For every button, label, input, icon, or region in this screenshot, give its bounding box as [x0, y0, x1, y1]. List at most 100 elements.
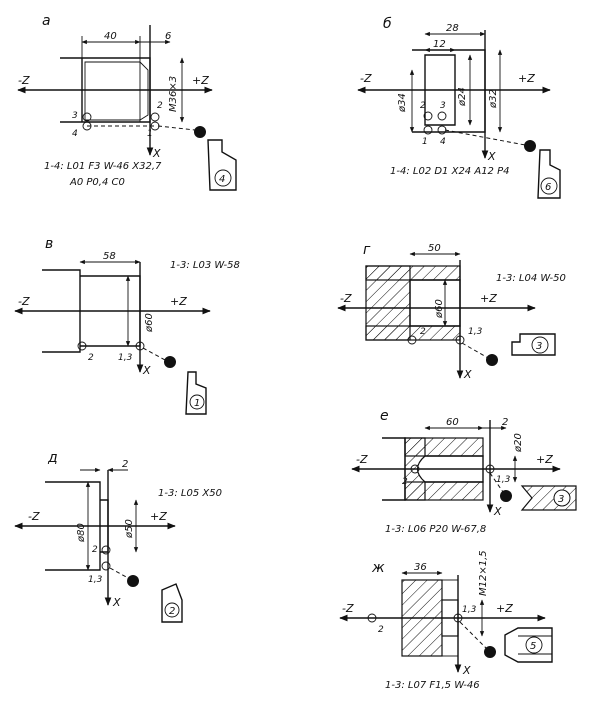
- panel-zh-tool-tip-icon: [484, 646, 496, 658]
- panel-zh-tool-icon: [504, 627, 553, 663]
- panel-g-tool-icon: [511, 333, 556, 356]
- panel-b-dim-outer: ø34: [397, 93, 408, 113]
- panel-e-tool-tip-icon: [500, 490, 512, 502]
- panel-b-tool-icon: [537, 149, 561, 199]
- panel-b-dim-end: ø32: [488, 89, 499, 109]
- panel-b: б -Z +Z X 28 12 ø34 ø24 ø32 1 2 3 4 6 1-…: [357, 16, 561, 199]
- panel-e-program-line-1: 1-3: L06 P20 W-67,8: [385, 524, 486, 535]
- panel-a-thread-zone: [84, 61, 149, 121]
- panel-d-dim-outer: ø80: [76, 523, 87, 543]
- panel-a-axis-neg: -Z: [18, 74, 30, 87]
- panel-d-program-line-1: 1-3: L05 X50: [158, 488, 222, 499]
- panel-a-point-1: 1: [147, 129, 153, 139]
- panel-e: е -Z +Z X 60 2 ø20 2 1,3 3 1-3: L06 P20 …: [351, 408, 577, 535]
- panel-v-tool-tip-icon: [164, 356, 176, 368]
- panel-d-point-13: 1,3: [88, 575, 103, 585]
- panel-b-dim-bore: ø24: [457, 87, 468, 107]
- panel-b-point-2: 2: [420, 101, 426, 111]
- panel-e-point-13: 1,3: [496, 475, 511, 485]
- panel-a-point-4: 4: [72, 129, 78, 139]
- panel-zh-letter: ж: [371, 560, 385, 576]
- panel-b-axis-x: X: [487, 150, 496, 163]
- panel-b-tool-number: 6: [545, 182, 551, 193]
- panel-a-program-line-1: 1-4: L01 F3 W-46 X32,7: [44, 161, 162, 172]
- panel-v-letter: в: [45, 236, 53, 252]
- panel-zh-dim-thread: M12×1,5: [478, 550, 489, 596]
- panel-g-dim-length: 50: [428, 243, 441, 254]
- panel-zh-point-2: 2: [378, 625, 384, 635]
- panel-b-letter: б: [383, 16, 392, 32]
- panel-a-point-3: 3: [72, 111, 78, 121]
- panel-v-program-line-1: 1-3: L03 W-58: [170, 260, 240, 271]
- panel-a-point-2: 2: [157, 101, 163, 111]
- panel-a: а -Z +Z X 40 6 M36×3 1 2 3 4 4: [17, 13, 237, 191]
- panel-d-point-2: 2: [92, 545, 98, 555]
- panel-e-dim-length: 60: [446, 417, 459, 428]
- panel-e-axis-neg: -Z: [356, 453, 368, 466]
- panel-a-tool-number: 4: [219, 174, 225, 185]
- panel-v-point-13: 1,3: [118, 353, 133, 363]
- panel-e-axis-x: X: [493, 505, 502, 518]
- panel-a-tool-icon: [207, 139, 237, 191]
- panel-d-dim-face: 2: [122, 459, 128, 470]
- panel-e-point-2: 2: [402, 477, 408, 487]
- panel-b-axis-neg: -Z: [360, 72, 372, 85]
- panel-zh-axis-neg: -Z: [342, 602, 354, 615]
- panel-e-dim-dia: ø20: [513, 433, 524, 453]
- panel-d-tool-number: 2: [169, 606, 175, 617]
- panel-b-tool-tip-icon: [524, 140, 536, 152]
- panel-e-axis-pos: +Z: [536, 453, 553, 466]
- panel-v-point-2: 2: [88, 353, 94, 363]
- panel-b-point-1: 1: [422, 137, 428, 147]
- panel-zh: ж -Z +Z X 36 M12×1,5 2 1,3 5 1-3: L07 F1…: [339, 550, 553, 691]
- panel-b-axis-pos: +Z: [518, 72, 535, 85]
- panel-zh-dim-length: 36: [414, 562, 427, 573]
- panel-v-tool-number: 1: [194, 398, 200, 409]
- panel-a-program-line-2: A0 P0,4 C0: [69, 177, 125, 188]
- panel-g-point-13: 1,3: [468, 327, 483, 337]
- panel-b-part-outline: [412, 49, 486, 133]
- panel-b-bore: [424, 54, 456, 126]
- panel-g-tool-tip-icon: [486, 354, 498, 366]
- panel-d-axis-x: X: [112, 596, 121, 609]
- panel-v-dim-dia: ø60: [144, 313, 155, 333]
- panel-v-axis-x: X: [142, 364, 151, 377]
- panel-v-dim-length: 58: [103, 251, 116, 262]
- panel-d-axis-neg: -Z: [28, 510, 40, 523]
- panel-zh-axis-x: X: [462, 664, 471, 677]
- panel-e-tool-number: 3: [558, 494, 564, 505]
- panel-g-solid-end: [365, 265, 411, 341]
- panel-g-letter: г: [363, 242, 371, 258]
- panel-v-tool-icon: [185, 371, 207, 415]
- panel-a-dim-thread: M36×3: [168, 76, 179, 112]
- panel-v-axis-neg: -Z: [18, 295, 30, 308]
- panel-g-axis-neg: -Z: [340, 292, 352, 305]
- panel-b-program-line-1: 1-4: L02 D1 X24 A12 P4: [390, 166, 510, 177]
- panel-a-axis-pos: +Z: [192, 74, 209, 87]
- panel-b-dim-step: 12: [433, 39, 446, 50]
- panel-zh-point-13: 1,3: [462, 605, 477, 615]
- panel-g-program-line-1: 1-3: L04 W-50: [496, 273, 566, 284]
- panel-g-point-2: 2: [420, 327, 426, 337]
- panel-a-axis-x: X: [152, 147, 161, 160]
- panel-b-dim-length: 28: [446, 23, 459, 34]
- panel-g-tool-number: 3: [536, 341, 542, 352]
- panel-e-letter: е: [380, 408, 389, 424]
- panel-zh-axis-pos: +Z: [496, 602, 513, 615]
- panel-zh-program-line-1: 1-3: L07 F1,5 W-46: [385, 680, 480, 691]
- panel-g: г -Z +Z X 50 ø60 2 1,3 3 1-3: L04 W-50: [337, 242, 566, 381]
- panel-d-dim-inner: ø50: [124, 519, 135, 539]
- panel-b-point-4: 4: [440, 137, 446, 147]
- panel-a-dim-gap: 6: [165, 31, 171, 42]
- panel-d-axis-pos: +Z: [150, 510, 167, 523]
- panel-e-dim-gap: 2: [502, 417, 508, 428]
- panel-b-point-3: 3: [440, 101, 446, 111]
- panel-g-dim-dia: ø60: [434, 299, 445, 319]
- panel-a-dim-length: 40: [104, 31, 117, 42]
- panel-d-tool-tip-icon: [127, 575, 139, 587]
- panel-v-axis-pos: +Z: [170, 295, 187, 308]
- panel-d-letter: д: [47, 450, 58, 466]
- panel-g-axis-x: X: [463, 368, 472, 381]
